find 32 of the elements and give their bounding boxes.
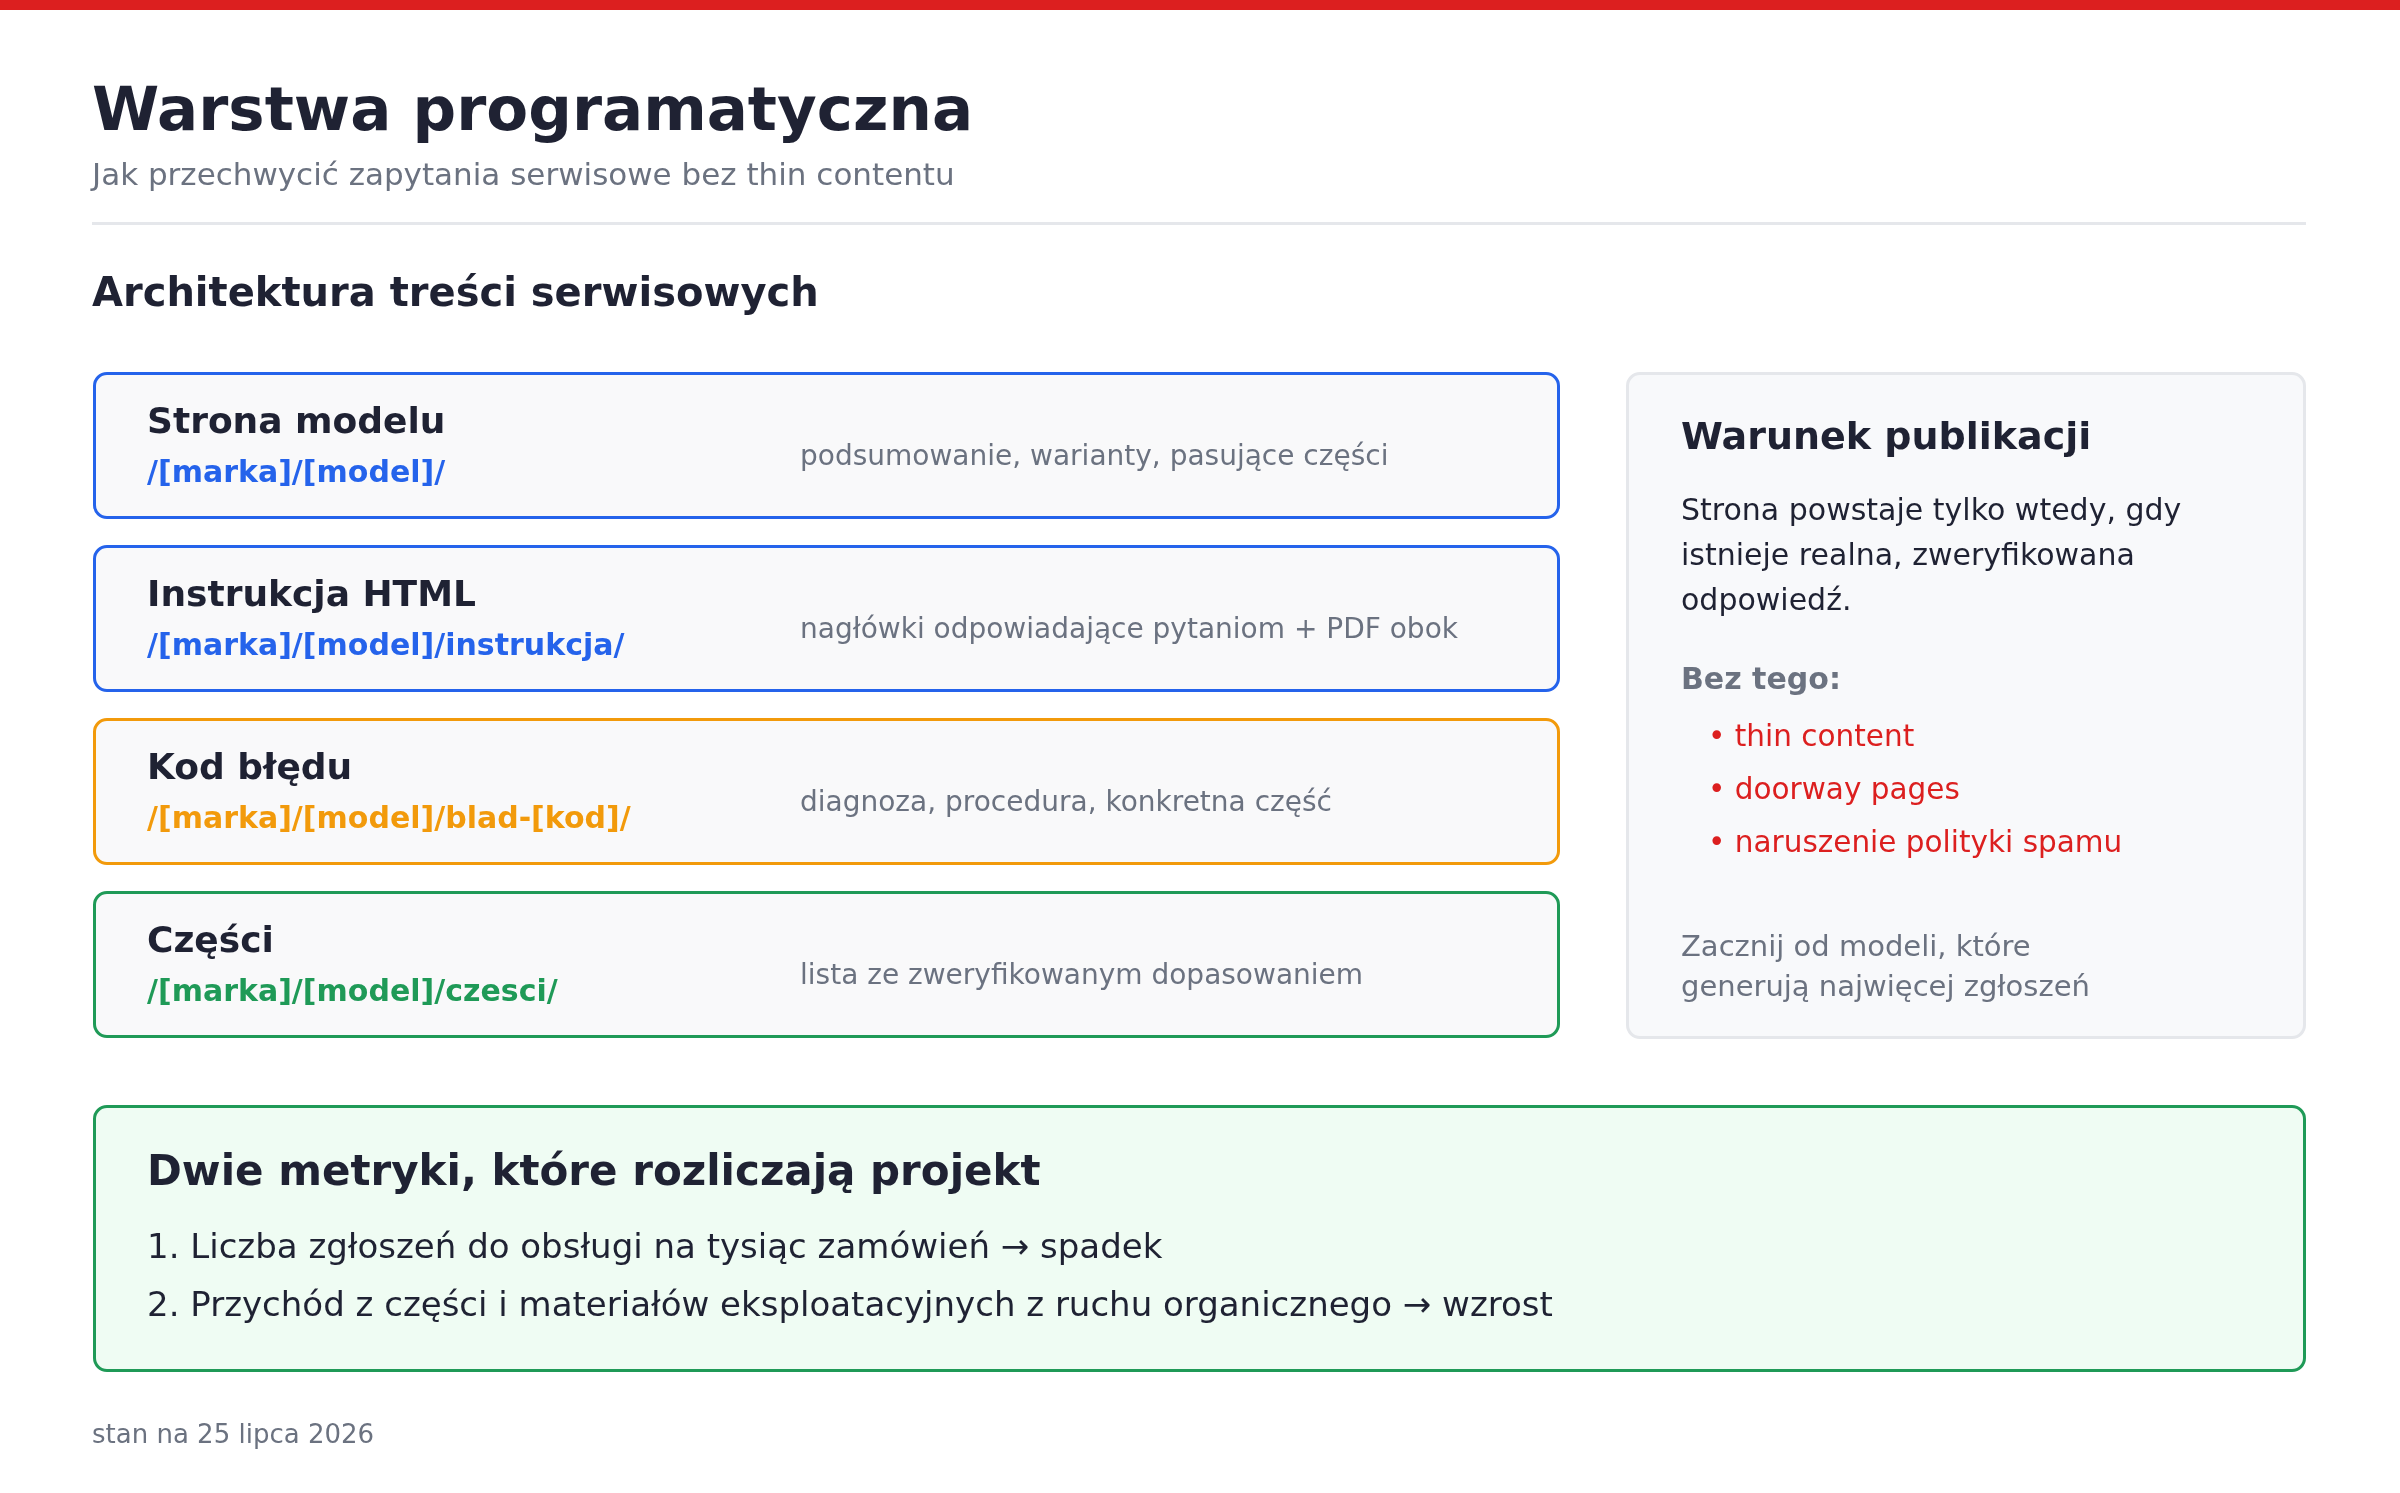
url-path: /[marka]/[model]/instrukcja/ — [147, 626, 625, 664]
panel-text: Strona powstaje tylko wtedy, gdy istnieje realna, zweryfikowana odpowiedź. — [1681, 491, 2183, 619]
subtitle: Jak przechwycić zapytania serwisowe bez thin contentu — [92, 155, 955, 194]
url-path: /[marka]/[model]/ — [147, 453, 446, 491]
route-card — [93, 891, 1560, 1038]
metric-item: 2. Przychód z części i materiałów eksploatacyjnych z ruchu organicznego → wzrost — [147, 1283, 1553, 1326]
card-description: nagłówki odpowiadające pytaniom + PDF obok — [800, 610, 1458, 647]
list-item: • naruszenie polityki spamu — [1708, 824, 2123, 861]
route-card — [93, 372, 1560, 519]
route-card — [93, 545, 1560, 692]
info-panel — [1626, 372, 2306, 1039]
metric-item: 1. Liczba zgłoszeń do obsługi na tysiąc zamówień → spadek — [147, 1225, 1163, 1268]
panel-note: Zacznij od modeli, które generują najwięcej zgłoszeń — [1681, 928, 2091, 1005]
card-title: Części — [147, 919, 274, 961]
footer-note: stan na 25 lipca 2026 — [92, 1418, 375, 1451]
metrics-heading: Dwie metryki, które rozliczają projekt — [147, 1146, 1041, 1196]
url-path: /[marka]/[model]/blad-[kod]/ — [147, 799, 631, 837]
panel-heading: Warunek publikacji — [1681, 413, 2092, 459]
url-path: /[marka]/[model]/czesci/ — [147, 972, 558, 1010]
list-heading: Bez tego: — [1681, 660, 1841, 698]
page-title: Warstwa programatyczna — [92, 75, 974, 143]
card-description: podsumowanie, warianty, pasujące części — [800, 437, 1389, 474]
card-title: Instrukcja HTML — [147, 573, 476, 615]
list-item: • thin content — [1708, 718, 1915, 755]
metrics-panel — [93, 1105, 2306, 1372]
list-item: • doorway pages — [1708, 771, 1960, 808]
section-heading: Architektura treści serwisowych — [92, 268, 819, 316]
card-description: lista ze zweryfikowanym dopasowaniem — [800, 956, 1364, 993]
card-title: Strona modelu — [147, 400, 446, 442]
card-title: Kod błędu — [147, 746, 353, 788]
route-card — [93, 718, 1560, 865]
card-description: diagnoza, procedura, konkretna część — [800, 783, 1332, 820]
